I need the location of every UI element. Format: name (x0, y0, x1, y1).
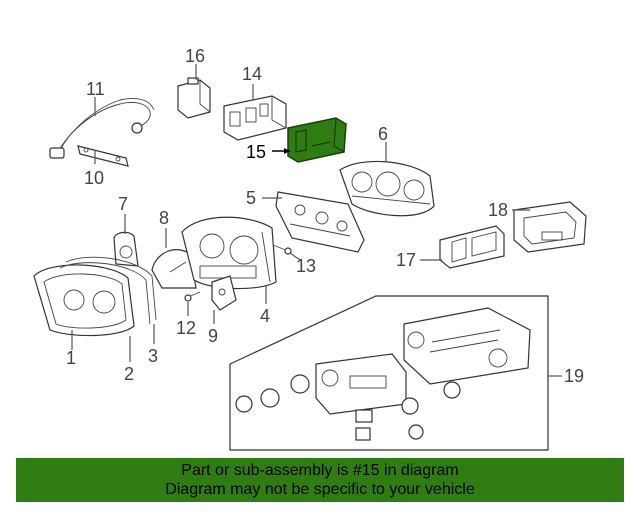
part-15-highlighted (287, 117, 347, 163)
part-19-climate-control-group (229, 295, 549, 451)
caption-line-2: Diagram may not be specific to your vehi… (165, 481, 475, 498)
part-12-screw (184, 291, 201, 302)
callout-1: 1 (66, 348, 76, 368)
part-8-gauge-face (151, 249, 197, 289)
part-2-meter-lens (59, 256, 157, 325)
callout-7: 7 (118, 194, 128, 214)
part-17-switch-panel (439, 225, 505, 269)
callout-10: 10 (84, 168, 104, 188)
callout-4: 4 (260, 306, 270, 326)
part-7-gauge (113, 231, 139, 267)
callout-16: 16 (185, 46, 205, 66)
callout-12: 12 (176, 318, 196, 338)
part-6-gauge-assembly (339, 160, 435, 217)
part-9-bracket (211, 275, 237, 311)
callout-19: 19 (564, 366, 584, 386)
part-16-switch (177, 77, 211, 119)
part-14-switch-panel (223, 95, 287, 141)
part-1-meter-case (33, 264, 135, 337)
callout-13: 13 (296, 256, 316, 276)
callout-2: 2 (124, 364, 134, 384)
part-5-circuit-board (275, 191, 365, 253)
callout-8: 8 (159, 208, 169, 228)
callout-6: 6 (378, 124, 388, 144)
callout-15: 15 (246, 142, 266, 162)
callout-11: 11 (86, 79, 105, 99)
callout-14: 14 (242, 64, 262, 84)
caption-banner: Part or sub-assembly is #15 in diagram D… (16, 458, 624, 502)
callout-9: 9 (208, 326, 218, 346)
part-10-bracket (77, 145, 129, 167)
callout-5: 5 (246, 188, 256, 208)
callout-18: 18 (488, 200, 508, 220)
part-4-gauge-housing (181, 216, 277, 290)
callout-17: 17 (396, 250, 416, 270)
caption-line-1: Part or sub-assembly is #15 in diagram (181, 462, 459, 479)
part-11-cable (49, 98, 155, 159)
parts-diagram: 11 10 16 14 15 6 (33, 46, 587, 451)
part-18-display-housing (513, 201, 587, 253)
callout-3: 3 (148, 346, 158, 366)
